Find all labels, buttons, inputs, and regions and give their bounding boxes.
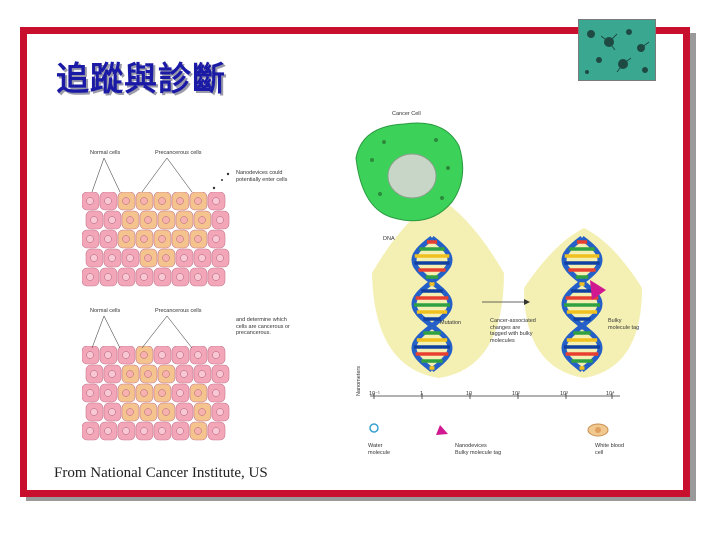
label-dna: DNA <box>383 236 395 242</box>
tick-label-2: 10 <box>466 391 473 397</box>
label-precancer-top: Precancerous cells <box>155 150 202 156</box>
label-nanodevices: Nanodevices <box>455 443 487 449</box>
label-cancer-cell: Cancer Cell <box>392 111 421 117</box>
label-wbc: White blood cell <box>595 443 625 456</box>
tissue-grid-top <box>82 192 230 287</box>
tick-label-1: 1 <box>420 391 424 397</box>
tick-label-3: 10² <box>512 391 520 397</box>
scale-axis-label: Nanometers <box>356 366 362 396</box>
nanodevice-diagram <box>355 122 642 437</box>
label-determine-note: and determine which cells are cancerous … <box>236 317 290 336</box>
label-precancer-bottom: Precancerous cells <box>155 308 202 314</box>
label-normal-bottom: Normal cells <box>90 308 121 314</box>
leader-lines-bottom <box>91 315 193 349</box>
label-bulky-tag: Bulky molecule tag <box>608 318 640 331</box>
tick-label-5: 10⁴ <box>606 391 615 397</box>
label-bulky-scale: Bulky molecule tag <box>455 450 502 456</box>
tissue-grid-bottom <box>82 346 230 441</box>
slide-caption: From National Cancer Institute, US <box>54 465 268 481</box>
tick-label-4: 10³ <box>560 391 568 397</box>
label-changes: Cancer-associated changes are tagged wit… <box>490 318 536 344</box>
microscope-thumbnail <box>578 19 656 81</box>
tick-label-0: 10⁻¹ <box>369 391 380 397</box>
slide-title: 追蹤與診斷 <box>56 59 226 98</box>
label-water: Water molecule <box>368 443 391 456</box>
label-nanodevices-note: Nanodevices could potentially enter cell… <box>236 170 288 183</box>
label-normal-top: Normal cells <box>90 150 121 156</box>
label-mutation: Mutation <box>440 320 462 326</box>
leader-lines-top <box>91 157 230 193</box>
